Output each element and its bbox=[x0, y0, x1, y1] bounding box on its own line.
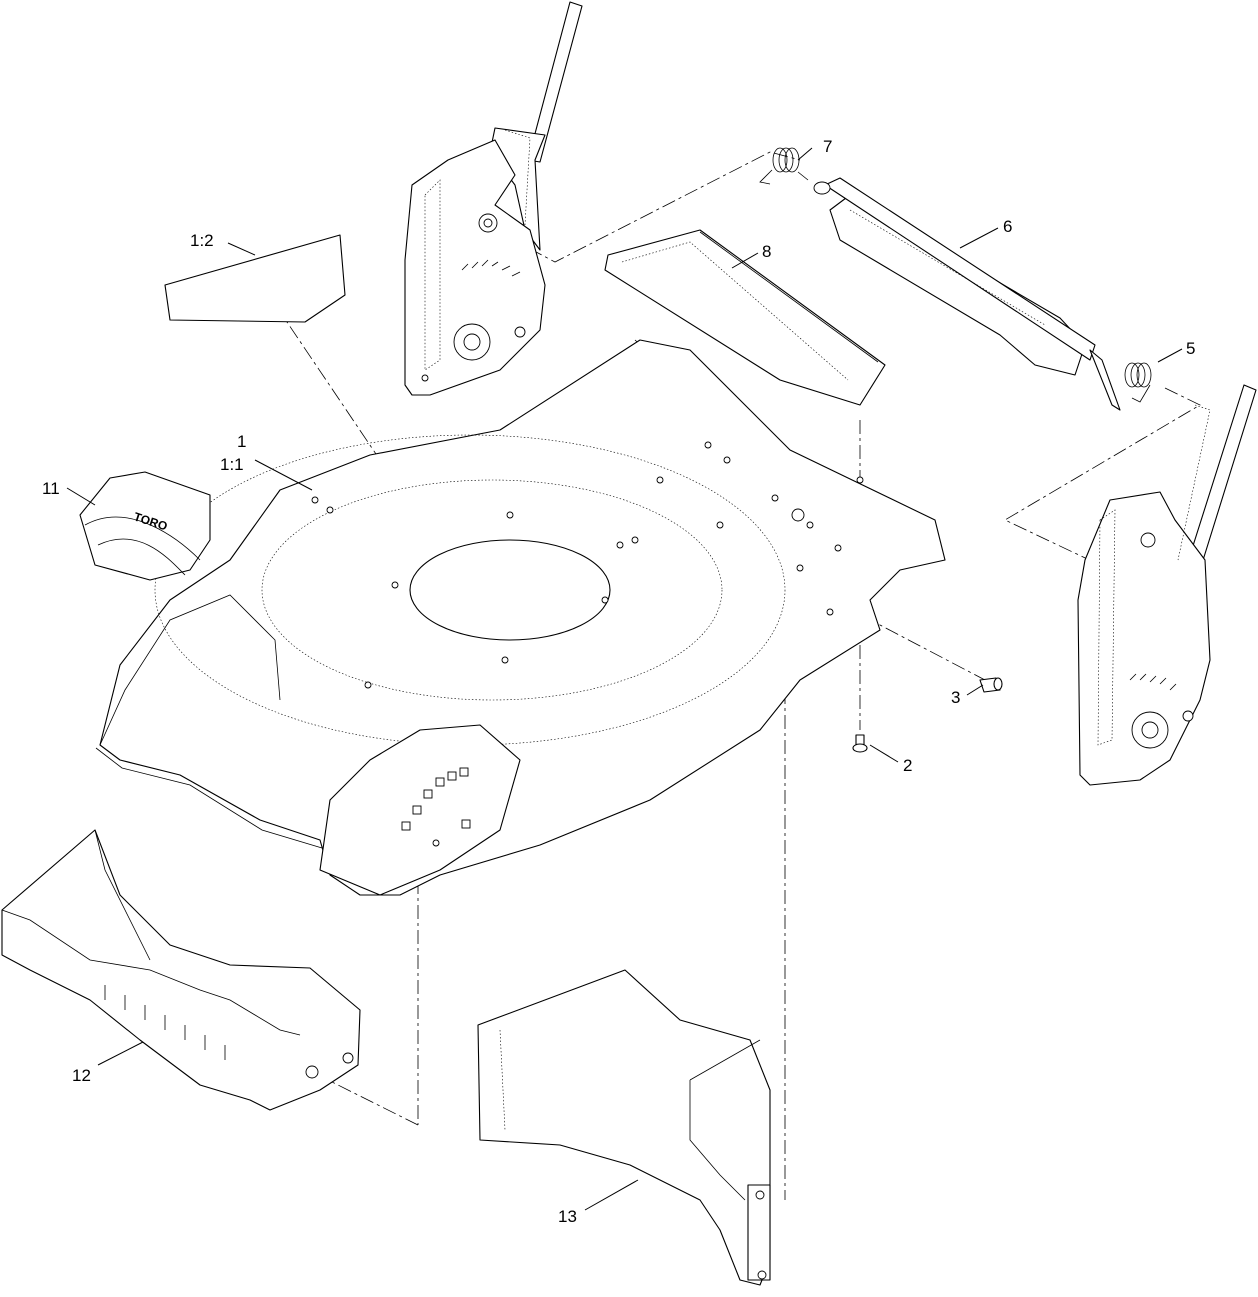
callout-6: 6 bbox=[1003, 217, 1012, 236]
part-12-skirt bbox=[1, 829, 361, 1111]
callout-11: 11 bbox=[42, 479, 60, 498]
deck-holes bbox=[311, 441, 864, 847]
callout-13: 13 bbox=[558, 1207, 577, 1226]
callout-leaders bbox=[66, 147, 1183, 1211]
callout-7: 7 bbox=[823, 137, 832, 156]
part-5-spring bbox=[1124, 362, 1152, 403]
part-7-spring bbox=[759, 147, 809, 185]
callout-1-2: 1:2 bbox=[190, 231, 214, 250]
callout-5: 5 bbox=[1186, 339, 1195, 358]
left-height-adjuster bbox=[404, 1, 583, 396]
right-height-adjuster bbox=[1077, 384, 1257, 786]
part-8-baffle bbox=[604, 229, 886, 406]
part-13-chute bbox=[477, 969, 771, 1286]
part-1-mower-deck bbox=[95, 339, 946, 896]
part-6-rear-axle bbox=[813, 177, 1121, 411]
deck-vent-slots bbox=[401, 767, 471, 831]
part-11-decal: TORO bbox=[79, 471, 211, 581]
callout-1-1: 1:1 bbox=[220, 455, 244, 474]
part-2-bolt bbox=[852, 734, 868, 753]
callout-12: 12 bbox=[72, 1066, 91, 1085]
callout-1: 1 bbox=[237, 432, 246, 451]
callout-labels: 1:2 1 1:1 11 7 6 8 5 3 2 12 13 bbox=[42, 137, 1195, 1226]
callout-8: 8 bbox=[762, 242, 771, 261]
part-3-bolt bbox=[979, 677, 1003, 693]
part-1-2-plate bbox=[164, 234, 346, 323]
callout-2: 2 bbox=[903, 756, 912, 775]
callout-3: 3 bbox=[951, 688, 960, 707]
